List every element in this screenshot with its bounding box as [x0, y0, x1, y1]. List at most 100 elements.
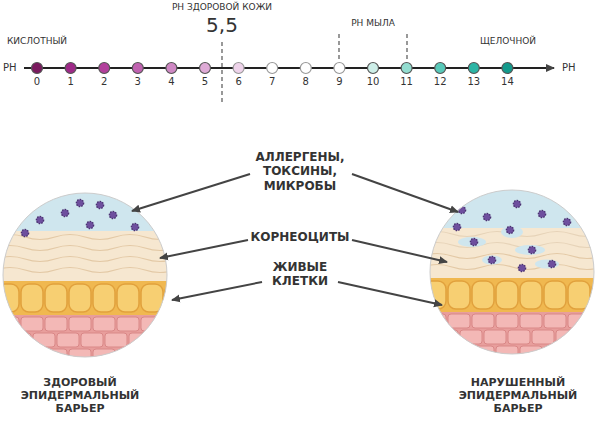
- ph-dot: [200, 63, 211, 74]
- ph-dot: [435, 63, 446, 74]
- label: 5: [202, 76, 208, 88]
- ph-dot: [65, 63, 76, 74]
- ph-dot: [166, 63, 177, 74]
- living-cell: [141, 349, 163, 363]
- living-cell: [460, 330, 482, 344]
- living-cell: [484, 330, 506, 344]
- living-cell: [436, 330, 458, 344]
- barrier-gap: [482, 256, 502, 265]
- living-cell: [153, 333, 175, 347]
- label: 5,5: [206, 13, 238, 37]
- living-cell: [81, 333, 103, 347]
- microbe: [483, 213, 490, 220]
- living-cell: [21, 284, 43, 312]
- label: 8: [303, 76, 309, 88]
- barrier-gap: [501, 226, 523, 238]
- barrier-gap: [458, 237, 486, 247]
- living-cell: [508, 330, 530, 344]
- label: КИСЛОТНЫЙ: [7, 36, 67, 47]
- microbe: [109, 211, 116, 218]
- label: РН МЫЛА: [351, 18, 395, 29]
- living-cell: [93, 317, 115, 331]
- living-cell: [544, 314, 566, 328]
- microbe: [488, 256, 495, 263]
- cell-layer: [422, 312, 600, 372]
- living-cell: [93, 284, 115, 312]
- microbe: [21, 229, 28, 236]
- corneocyte: [422, 243, 600, 248]
- ph-dot: [334, 63, 345, 74]
- cell-layer: [422, 278, 600, 312]
- label: ЖИВЫЕ КЛЕТКИ: [260, 260, 340, 289]
- label: АЛЛЕРГЕНЫ, ТОКСИНЫ, МИКРОБЫ: [245, 150, 355, 193]
- corneocyte: [422, 254, 600, 259]
- living-cell: [0, 349, 19, 363]
- damaged-barrier: [422, 182, 600, 372]
- living-cell: [117, 349, 139, 363]
- soap-ph-marker: [406, 34, 407, 60]
- living-cell: [117, 317, 139, 331]
- living-cell: [496, 281, 518, 309]
- living-cell: [472, 346, 494, 360]
- living-cell: [544, 281, 566, 309]
- living-cell: [177, 333, 199, 347]
- living-cell: [472, 281, 494, 309]
- living-cell: [592, 314, 600, 328]
- microbe: [528, 246, 535, 253]
- label: РН: [562, 62, 576, 74]
- cell-layer: [0, 315, 175, 375]
- label: 0: [34, 76, 40, 88]
- healthy-barrier: [0, 185, 199, 375]
- living-cell: [45, 349, 67, 363]
- living-cell: [165, 317, 187, 331]
- leader-arrow: [160, 240, 248, 258]
- cell-layer: [0, 281, 175, 315]
- microbe: [563, 218, 570, 225]
- living-cell: [520, 314, 542, 328]
- ph-dot: [502, 63, 513, 74]
- label: РН: [3, 62, 17, 74]
- living-cell: [580, 330, 600, 344]
- label: 10: [367, 76, 380, 88]
- microbe: [76, 199, 83, 206]
- living-cell: [556, 330, 578, 344]
- label: 2: [101, 76, 107, 88]
- microbe: [513, 200, 520, 207]
- microbe: [131, 223, 138, 230]
- label: 4: [168, 76, 174, 88]
- ph-dot: [32, 63, 43, 74]
- living-cell: [57, 333, 79, 347]
- label: 9: [336, 76, 342, 88]
- ph-dot: [233, 63, 244, 74]
- corneocyte-layer: [0, 231, 175, 283]
- leader-arrow: [352, 174, 458, 212]
- label: КОРНЕОЦИТЫ: [250, 230, 349, 244]
- microbe: [470, 238, 477, 245]
- living-cell: [496, 314, 518, 328]
- living-cell: [45, 317, 67, 331]
- ph-dots: [32, 63, 513, 74]
- living-cell: [105, 333, 127, 347]
- living-cell: [21, 317, 43, 331]
- label: НАРУШЕННЫЙ ЭПИДЕРМАЛЬНЫЙ БАРЬЕР: [448, 376, 588, 416]
- living-cell: [141, 317, 163, 331]
- ph-dot: [300, 63, 311, 74]
- label: 1: [67, 76, 73, 88]
- label: 6: [235, 76, 241, 88]
- microbe: [453, 223, 460, 230]
- living-cell: [448, 281, 470, 309]
- microbe: [538, 210, 545, 217]
- corneocyte: [422, 265, 600, 270]
- living-cell: [424, 346, 446, 360]
- living-cell: [424, 281, 446, 309]
- skin-ph-marker: [221, 42, 222, 102]
- damaged-barrier-outline: [430, 190, 594, 354]
- healthy-barrier-outline: [3, 193, 167, 357]
- leader-arrow: [352, 240, 447, 262]
- living-cell: [33, 333, 55, 347]
- living-cell: [472, 314, 494, 328]
- living-cell: [568, 314, 590, 328]
- living-cell: [448, 346, 470, 360]
- leader-arrow: [132, 174, 250, 211]
